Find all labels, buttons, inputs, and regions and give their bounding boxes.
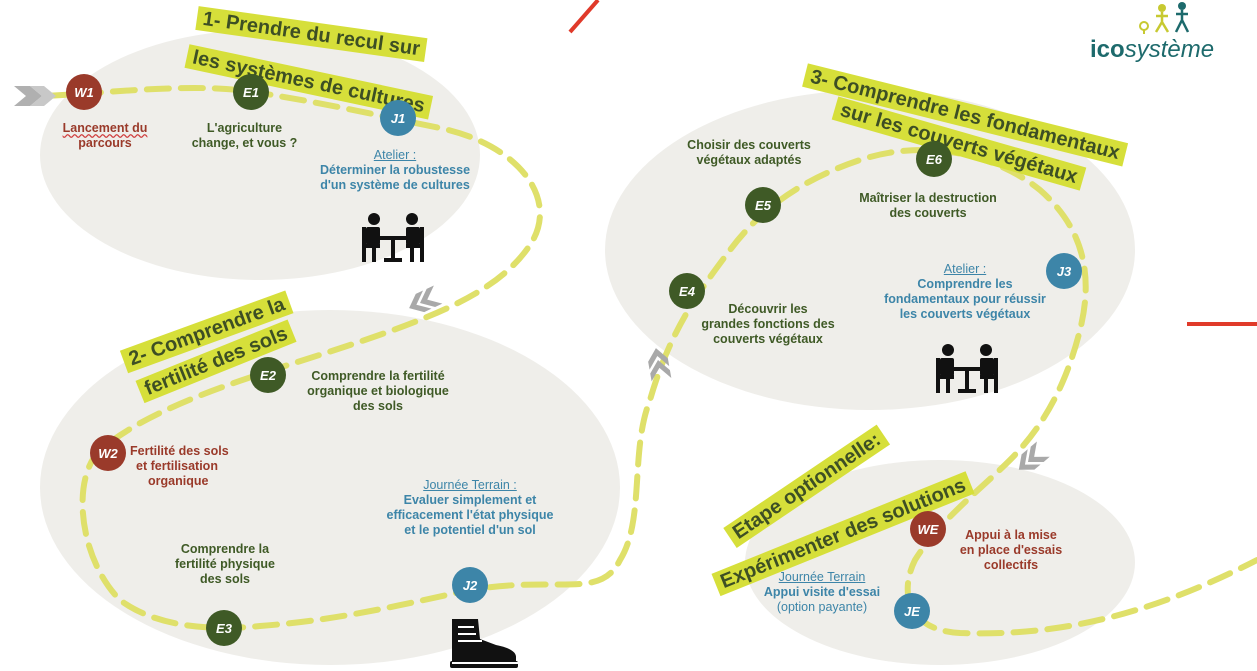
start-chevron-icon [14, 86, 56, 106]
chevron-double-icon [1018, 441, 1050, 470]
chevron-double-icon [409, 285, 443, 313]
node-e4: E4 [669, 273, 705, 309]
hiking-boot-icon [450, 619, 518, 668]
node-e3: E3 [206, 610, 242, 646]
walking-people-icon [1139, 2, 1190, 34]
node-j3: J3 [1046, 253, 1082, 289]
logo-wordmark: icosystème [1090, 36, 1215, 63]
path-segment-main [42, 85, 1257, 637]
node-je: JE [894, 593, 930, 629]
node-e5: E5 [745, 187, 781, 223]
node-j1: J1 [380, 100, 416, 136]
node-e1: E1 [233, 74, 269, 110]
node-e2: E2 [250, 357, 286, 393]
chevron-double-icon [648, 348, 672, 382]
node-w1: W1 [66, 74, 102, 110]
node-w2: W2 [90, 435, 126, 471]
accent-red-line [568, 0, 600, 34]
logo: icosystème [1090, 0, 1257, 70]
workshop-table-icon [936, 344, 998, 393]
node-j2: J2 [452, 567, 488, 603]
node-we: WE [910, 511, 946, 547]
workshop-table-icon [362, 213, 424, 262]
node-e6: E6 [916, 141, 952, 177]
